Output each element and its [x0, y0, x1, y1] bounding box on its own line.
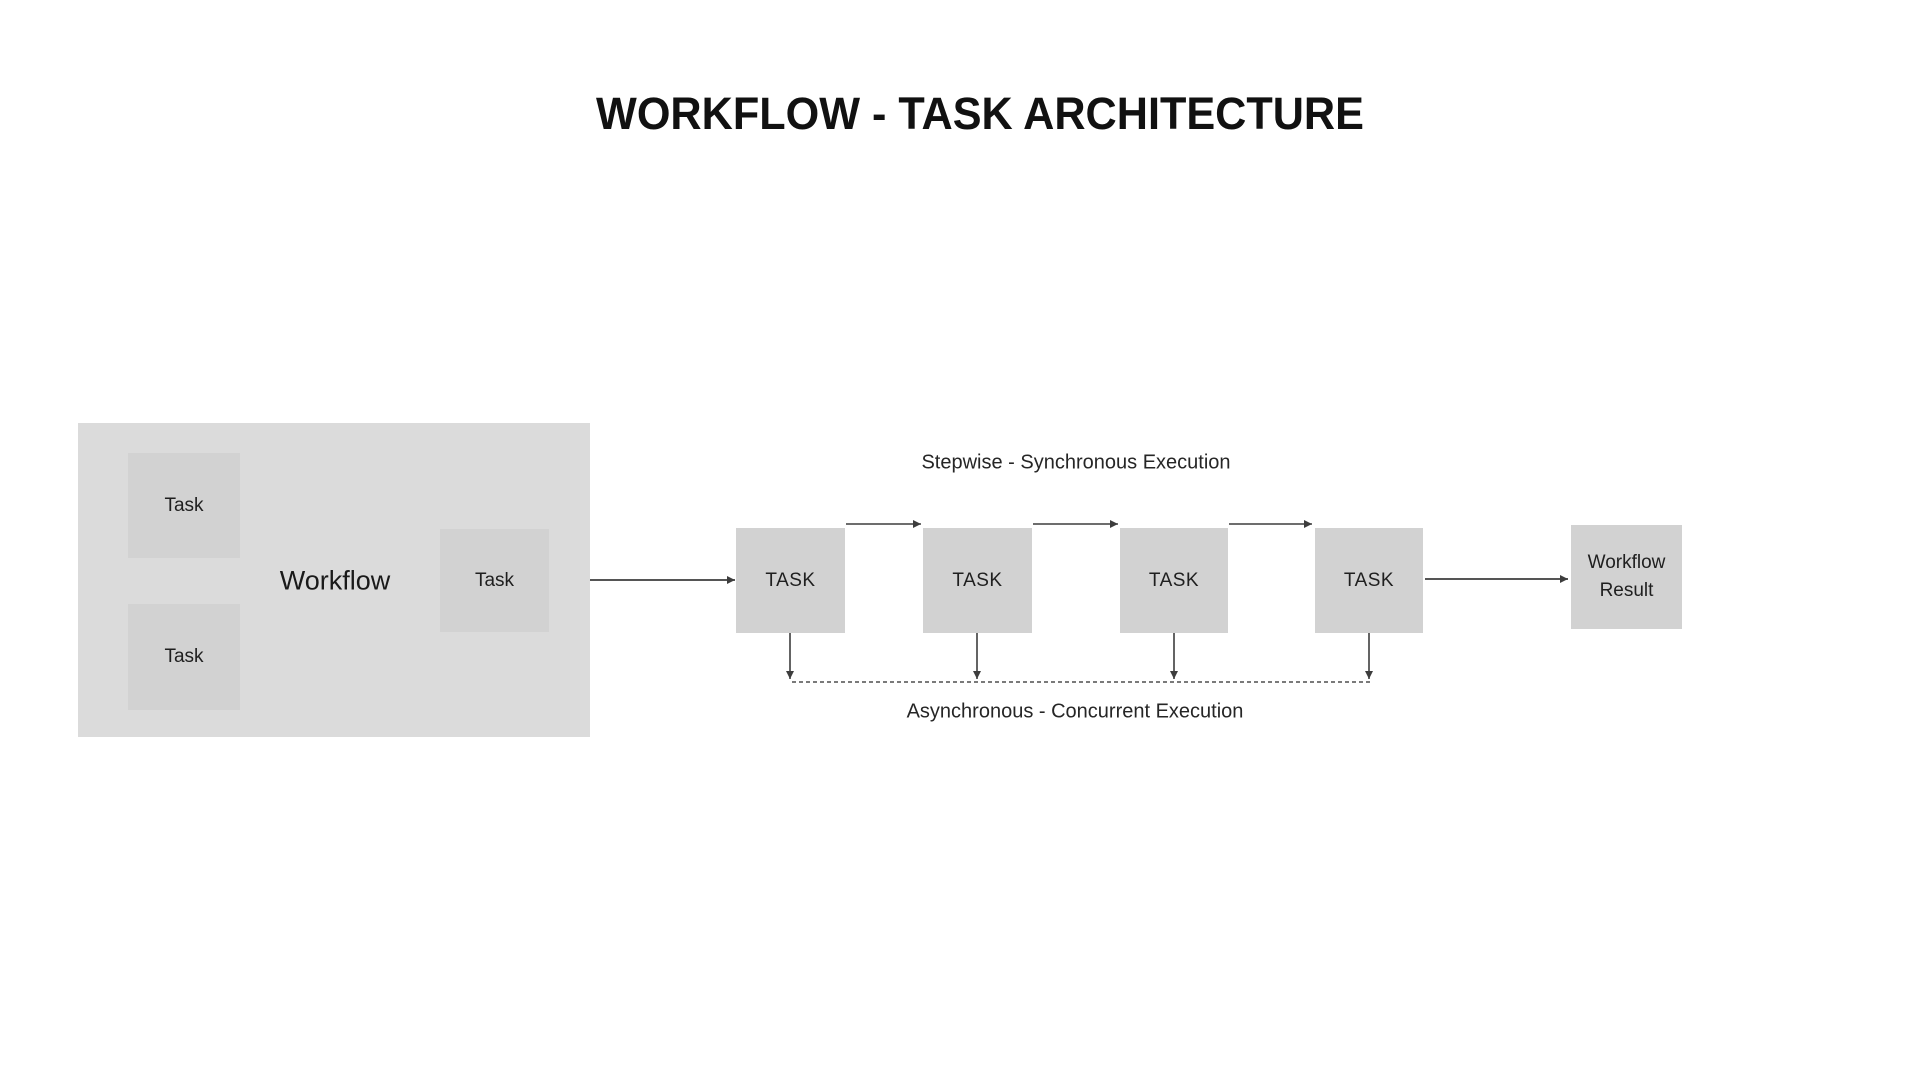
workflow-inner-task-box: Task — [128, 453, 240, 558]
page-title: WORKFLOW - TASK ARCHITECTURE — [596, 88, 1364, 139]
asynchronous-execution-label: Asynchronous - Concurrent Execution — [906, 700, 1244, 723]
workflow-result-box: Workflow Result — [1571, 525, 1682, 629]
pipeline-task-box-2: TASK — [923, 528, 1032, 633]
pipeline-task-box-1: TASK — [736, 528, 845, 633]
workflow-container-label: Workflow — [279, 565, 391, 596]
workflow-inner-task-box: Task — [128, 604, 240, 710]
workflow-container: Task Task Task Workflow — [78, 423, 590, 737]
pipeline-task-box-3: TASK — [1120, 528, 1228, 633]
workflow-inner-task-box: Task — [440, 529, 549, 632]
synchronous-execution-label: Stepwise - Synchronous Execution — [921, 451, 1231, 474]
pipeline-task-box-4: TASK — [1315, 528, 1423, 633]
